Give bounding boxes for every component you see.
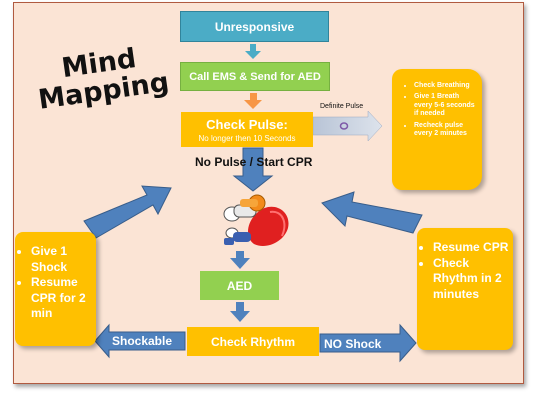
arrow-figure-to-aed	[230, 251, 250, 269]
check-pulse-box: Check Pulse: No longer then 10 Seconds	[181, 112, 313, 147]
breathing-item: Recheck pulse every 2 minutes	[414, 122, 478, 139]
resume-item: Resume CPR	[433, 240, 509, 256]
arrow-call-to-pulse	[244, 93, 262, 109]
cpr-figure-illustration	[223, 194, 289, 247]
resume-cpr-box: Resume CPR Check Rhythm in 2 minutes	[417, 228, 513, 350]
no-pulse-label: No Pulse / Start CPR	[195, 155, 313, 169]
breathing-item: Give 1 Breath every 5-6 seconds if neede…	[414, 93, 478, 118]
arrow-resume-to-cpr	[321, 191, 423, 234]
arrow-aed-to-rhythm	[230, 302, 250, 322]
check-pulse-sublabel: No longer then 10 Seconds	[198, 133, 296, 143]
breathing-item: Check Breathing	[414, 82, 478, 90]
arrow-no-shock	[319, 323, 417, 363]
check-pulse-label: Check Pulse:	[206, 116, 288, 132]
shock-item: Give 1 Shock	[31, 244, 92, 275]
shockable-label: Shockable	[112, 334, 173, 348]
arrow-unresponsive-to-call	[245, 44, 261, 59]
aed-box: AED	[200, 271, 279, 300]
shock-item: Resume CPR for 2 min	[31, 275, 92, 322]
unresponsive-box: Unresponsive	[180, 11, 329, 42]
definite-pulse-label: Definite Pulse	[320, 103, 364, 110]
give-shock-box: Give 1 Shock Resume CPR for 2 min	[15, 232, 96, 346]
arrow-shock-to-cpr	[83, 185, 172, 239]
check-breathing-box: Check Breathing Give 1 Breath every 5-6 …	[392, 69, 482, 190]
no-shock-label: NO Shock	[324, 337, 382, 351]
check-rhythm-box: Check Rhythm	[187, 327, 319, 356]
call-ems-box: Call EMS & Send for AED	[180, 62, 330, 91]
arrow-shockable	[94, 323, 186, 359]
pulse-dot	[339, 122, 349, 130]
arrow-no-pulse-down	[232, 147, 274, 192]
resume-item: Check Rhythm in 2 minutes	[433, 256, 509, 303]
